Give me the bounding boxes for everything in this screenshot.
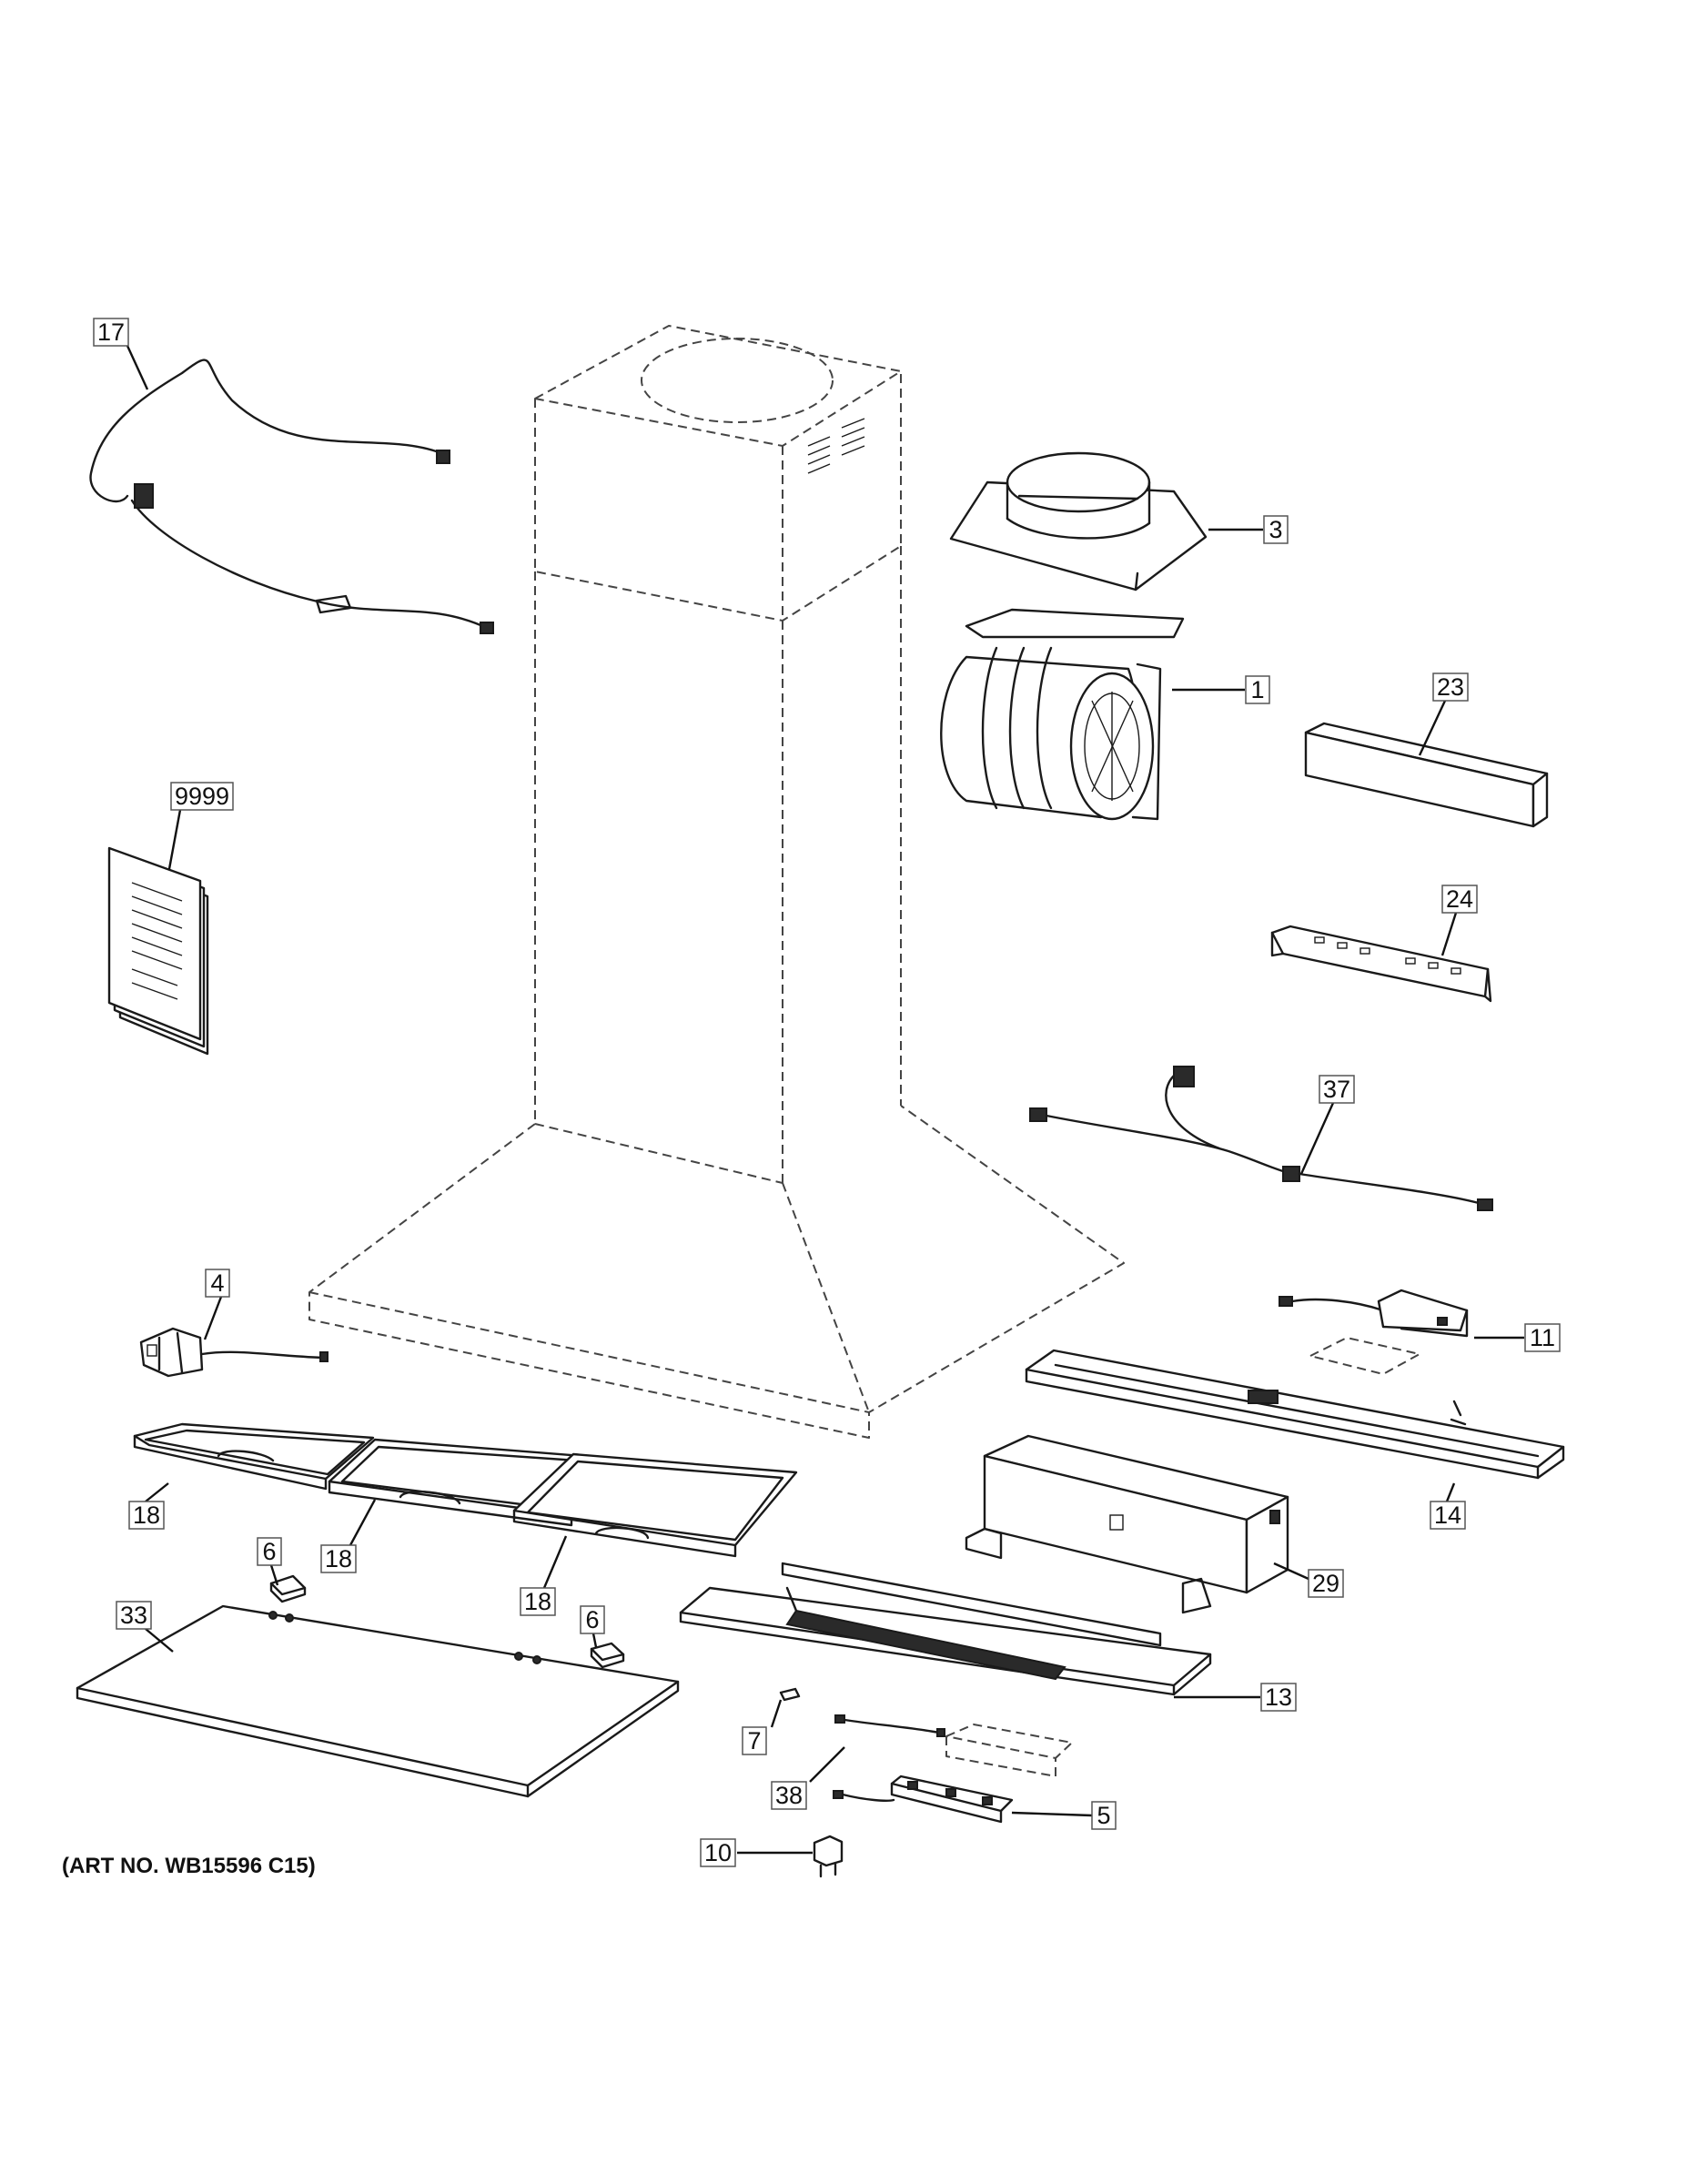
lamp-housing-part — [679, 1562, 1212, 1696]
blower-part — [940, 608, 1185, 821]
grommet-part — [779, 1687, 801, 1702]
svg-text:6: 6 — [262, 1538, 276, 1565]
callout-9999: 9999 — [170, 782, 234, 811]
callout-17: 17 — [93, 318, 129, 347]
wire-harness-part — [89, 359, 494, 634]
svg-text:37: 37 — [1323, 1076, 1350, 1103]
connector-part — [813, 1835, 844, 1878]
switch-board-part — [833, 1724, 1073, 1824]
svg-text:18: 18 — [524, 1588, 551, 1615]
control-box-part — [965, 1434, 1289, 1614]
filter-clip-part — [269, 1574, 625, 1669]
chimney-hood-outline — [308, 325, 1125, 1439]
callout-13: 13 — [1260, 1683, 1297, 1712]
callout-7: 7 — [742, 1726, 767, 1755]
duct-collar-part — [949, 451, 1208, 592]
callout-1: 1 — [1245, 675, 1270, 704]
svg-text:18: 18 — [325, 1545, 352, 1572]
callout-4: 4 — [205, 1269, 230, 1298]
art-number-label: (ART NO. WB15596 C15) — [62, 1854, 316, 1878]
svg-text:17: 17 — [97, 318, 125, 346]
svg-text:5: 5 — [1097, 1802, 1110, 1829]
svg-text:24: 24 — [1446, 885, 1473, 913]
trim-strip-part — [1304, 722, 1549, 828]
svg-text:1: 1 — [1250, 676, 1264, 703]
manual-part — [107, 846, 209, 1056]
callout-23: 23 — [1432, 672, 1469, 702]
callout-10: 10 — [700, 1838, 736, 1867]
callout-18c: 18 — [520, 1587, 556, 1616]
svg-text:6: 6 — [585, 1606, 599, 1633]
callout-33: 33 — [116, 1601, 152, 1630]
callout-29: 29 — [1308, 1569, 1344, 1598]
bracket-part — [1270, 925, 1492, 1003]
callout-11: 11 — [1524, 1323, 1561, 1352]
jumper-wire-part — [834, 1714, 945, 1737]
led-driver-part — [1279, 1289, 1469, 1375]
svg-text:10: 10 — [704, 1839, 732, 1866]
led-harness-part — [1029, 1066, 1493, 1211]
callout-18b: 18 — [320, 1544, 357, 1573]
svg-text:11: 11 — [1530, 1324, 1555, 1351]
callout-37: 37 — [1319, 1075, 1355, 1104]
callout-24: 24 — [1441, 885, 1478, 914]
callout-5: 5 — [1091, 1801, 1117, 1830]
callout-labels: 17 3 1 23 9999 24 37 4 — [93, 318, 1561, 1867]
svg-text:3: 3 — [1269, 516, 1282, 543]
svg-text:29: 29 — [1312, 1570, 1339, 1597]
svg-text:18: 18 — [133, 1502, 160, 1529]
grease-filters-part — [133, 1422, 798, 1558]
svg-text:23: 23 — [1437, 673, 1464, 701]
callout-6a: 6 — [257, 1537, 282, 1566]
callout-3: 3 — [1263, 515, 1289, 544]
svg-text:38: 38 — [775, 1782, 803, 1809]
svg-text:33: 33 — [120, 1602, 147, 1629]
callout-14: 14 — [1430, 1501, 1466, 1530]
callout-38: 38 — [771, 1781, 807, 1810]
svg-text:13: 13 — [1265, 1684, 1292, 1711]
svg-text:9999: 9999 — [175, 783, 229, 810]
switch-assembly-part — [139, 1327, 329, 1378]
callout-18a: 18 — [128, 1501, 165, 1530]
leader-lines — [126, 345, 1524, 1855]
svg-text:14: 14 — [1434, 1502, 1461, 1529]
bottom-panel-part — [76, 1604, 680, 1798]
svg-text:4: 4 — [210, 1269, 224, 1297]
svg-text:7: 7 — [747, 1727, 761, 1754]
light-channel-part — [1025, 1349, 1565, 1480]
callout-6b: 6 — [580, 1605, 605, 1634]
